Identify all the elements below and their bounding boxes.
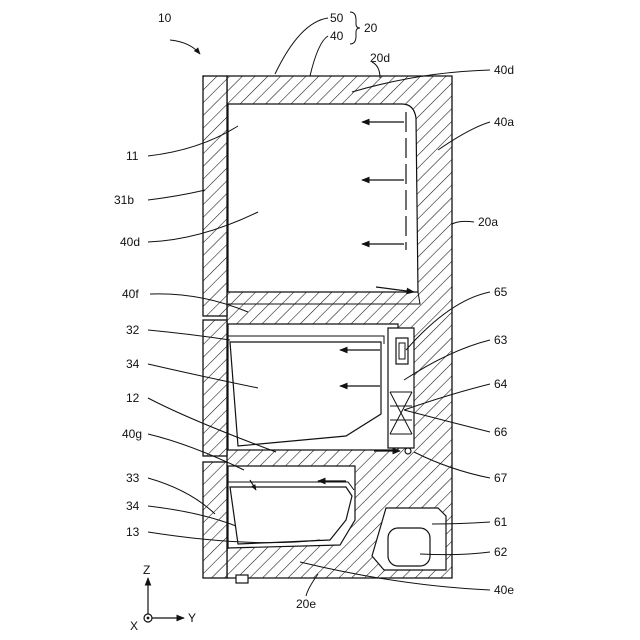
- label-34-lower: 34: [126, 499, 140, 513]
- grouping-brace: [350, 12, 360, 44]
- axis-label-z: Z: [143, 563, 150, 577]
- leader-line: [452, 221, 474, 224]
- label-34-upper: 34: [126, 357, 140, 371]
- label-61: 61: [494, 515, 508, 529]
- damper-indicator: [405, 448, 411, 454]
- middle-door: [203, 320, 227, 456]
- compressor: [388, 528, 430, 566]
- cabinet-foot: [236, 575, 248, 583]
- label-50: 50: [330, 11, 344, 25]
- leader-line: [170, 40, 200, 54]
- label-64: 64: [494, 377, 508, 391]
- label-40: 40: [330, 29, 344, 43]
- label-33: 33: [126, 471, 140, 485]
- label-63: 63: [494, 333, 508, 347]
- label-40d-top: 40d: [494, 63, 514, 77]
- label-20: 20: [364, 21, 378, 35]
- upper-door: [203, 76, 227, 316]
- figure-reference-number: 10: [158, 11, 172, 25]
- label-20a: 20a: [478, 215, 498, 229]
- label-40d-mid: 40d: [120, 235, 140, 249]
- lower-storage-container: [230, 487, 352, 544]
- axis-label-x: X: [130, 619, 138, 633]
- fan-housing: [396, 338, 408, 364]
- leader-line: [148, 190, 205, 200]
- label-40e: 40e: [494, 583, 514, 597]
- label-20e: 20e: [296, 597, 316, 611]
- label-31b: 31b: [114, 193, 134, 207]
- label-11: 11: [126, 149, 139, 163]
- label-20d: 20d: [370, 51, 390, 65]
- label-13: 13: [126, 525, 140, 539]
- label-40g: 40g: [122, 427, 142, 441]
- upper-chamber-interior: [228, 104, 418, 292]
- label-32: 32: [126, 323, 140, 337]
- axis-label-y: Y: [188, 611, 196, 625]
- lower-door: [203, 462, 227, 578]
- label-40a: 40a: [494, 115, 514, 129]
- label-67: 67: [494, 471, 508, 485]
- label-66: 66: [494, 425, 508, 439]
- label-40f: 40f: [122, 287, 139, 301]
- label-12: 12: [126, 391, 140, 405]
- label-62: 62: [494, 545, 508, 559]
- label-65: 65: [494, 285, 508, 299]
- leader-line: [310, 36, 328, 76]
- coordinate-axes: Z Y X: [130, 563, 196, 633]
- x-axis-origin-dot: [147, 617, 150, 620]
